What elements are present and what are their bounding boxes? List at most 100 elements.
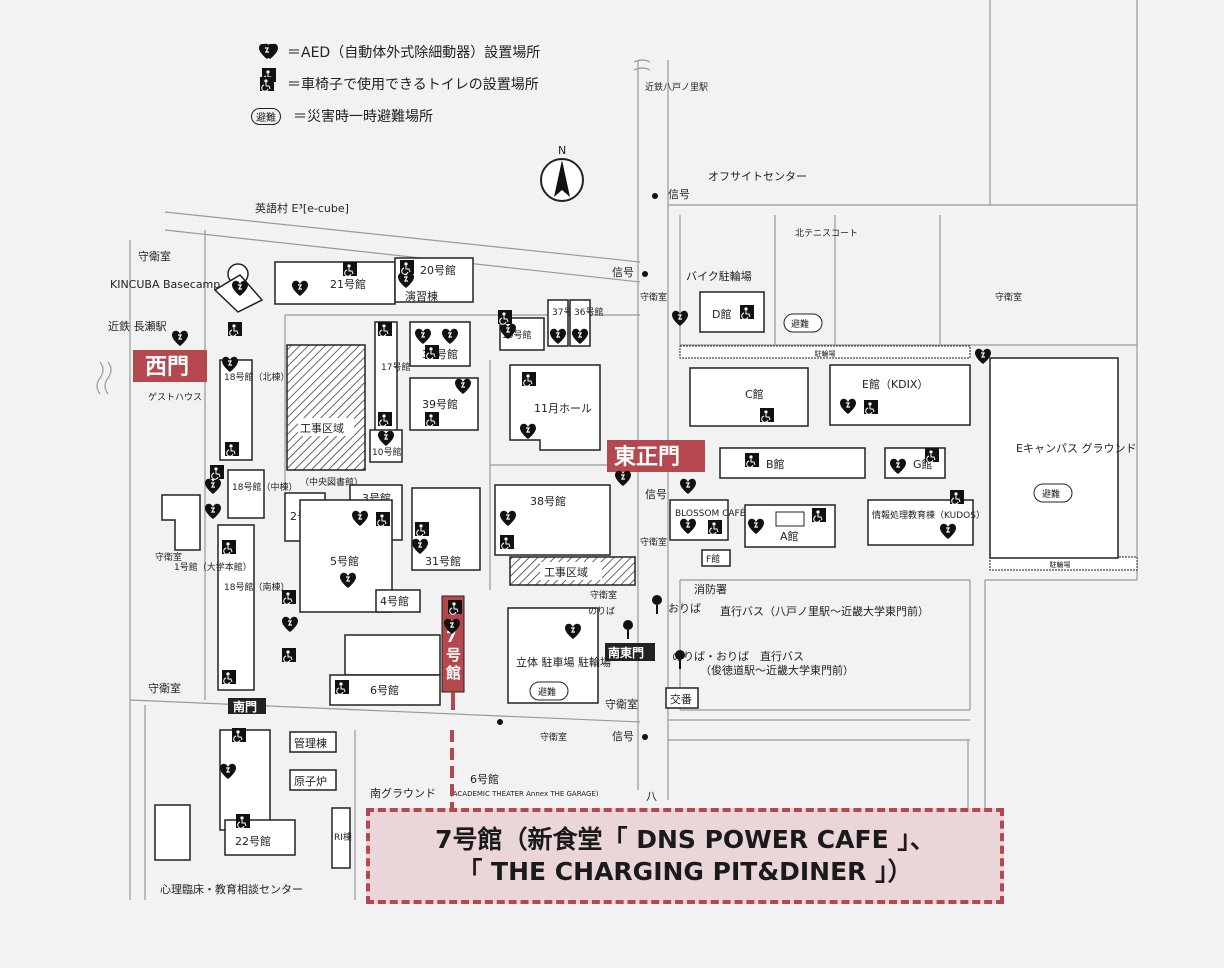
wheelchair-icon [399,259,415,275]
wheelchair-icon [447,599,463,615]
callout-line-2: 「 THE CHARGING PIT&DINER 」） [457,857,913,886]
map-label: 演習棟 [405,289,438,303]
svg-text:7号館: 7号館 [445,628,461,682]
wheelchair-icon [281,589,297,605]
wheelchair-icon [224,441,240,457]
map-label: 守衛室 [155,551,182,563]
map-label: 守衛室 [995,291,1022,303]
aed-icon [974,348,992,365]
map-label: 守衛室 [138,249,171,263]
wheelchair-icon [259,76,275,92]
wheelchair-icon [414,521,430,537]
buildings: 21号館 20号館 演習棟 19号館 37号館 36号館 D館 工事区域 （中央… [148,257,1136,869]
map-label: （俊徳道駅〜近畿大学東門前） [700,663,854,677]
map-label: 11月ホール [534,402,592,415]
map-label: 駐輪場 [1050,560,1071,569]
gate-south-east: 南東門 [605,643,655,661]
wheelchair-icon [281,647,297,663]
wheelchair-icon [209,464,225,480]
map-label: 南グラウンド [370,786,436,800]
map-label: 1号館（大学本館） [174,561,252,573]
map-label: C館 [745,387,764,401]
map-label: 信号 [612,730,634,743]
map-label: 心理臨床・教育相談センター [160,882,303,896]
wheelchair-icon [424,344,440,360]
map-label: 31号館 [425,554,461,568]
map-label: 避難 [791,318,809,330]
gate-south: 南門 [228,698,266,714]
map-label: 10号館 [372,446,401,458]
wheelchair-icon [231,727,247,743]
map-label: 東正門 [614,445,680,470]
map-label: ゲストハウス [148,391,202,403]
map-label: 信号 [612,266,634,279]
map-label: 管理棟 [294,736,327,750]
building-7-callout: 7号館（新食堂「 DNS POWER CAFE 」、 「 THE CHARGIN… [366,808,1004,904]
wheelchair-icon [744,452,760,468]
legend-aed: ＝AED（自動体外式除細動器）設置場所 [255,36,540,68]
aed-icon [171,330,189,347]
map-label: N [558,144,566,157]
map-label: 17号館 [381,361,410,373]
map-label: 守衛室 [640,291,667,303]
wheelchair-icon [221,669,237,685]
map-label: 直行バス（八戸ノ里駅〜近畿大学東門前） [720,604,929,618]
map-label: 18号館（北棟） [224,371,289,383]
wheelchair-icon [342,261,358,277]
aed-icon [204,503,222,520]
wheelchair-icon [949,489,965,505]
map-label: 避難 [1042,488,1060,500]
map-label: おりば [668,602,701,615]
wheelchair-icon [334,679,350,695]
map-label: 守衛室 [640,536,667,548]
aed-icon [204,478,222,495]
aed-icon [255,44,279,60]
map-label: 南門 [233,699,257,714]
wheelchair-icon [377,411,393,427]
wheelchair-icon [377,321,393,337]
map-label: (ACADEMIC THEATER Annex THE GARAGE) [450,790,599,798]
aed-icon [258,44,276,60]
wheelchair-icon [521,371,537,387]
map-label: 原子炉 [294,775,327,788]
wheelchair-icon [497,309,513,325]
map-label: A館 [780,529,799,543]
map-label: 守衛室 [148,681,181,695]
wheelchair-icon [375,511,391,527]
wheelchair-icon [811,507,827,523]
map-label: BLOSSOM CAFÉ [675,507,746,519]
map-label: 38号館 [530,494,566,508]
map-label: 36号館 [574,306,603,318]
map-label: 守衛室 [540,731,567,743]
gate-east-main: 東正門 [607,440,705,472]
aed-icon [281,616,299,633]
aed-icon [614,470,632,487]
shelter-badge: 避難 [247,107,285,125]
compass: N [540,144,584,202]
legend: ＝AED（自動体外式除細動器）設置場所 ＝車椅子で使用できるトイレの設置場所 避… [251,36,540,132]
map-label: 工事区域 [300,422,344,435]
map-label: D館 [712,307,731,321]
bus-stops [497,193,685,740]
construction-area-1 [286,344,366,471]
map-label: 立体 駐車場 駐輪場 [516,655,611,669]
map-label: 信号 [645,488,667,501]
map-label: 避難 [538,686,556,698]
map-label: F館 [706,553,720,565]
map-label: 5号館 [330,554,359,568]
map-label: 22号館 [235,834,271,848]
map-label: 近鉄八戸ノ里駅 [645,81,708,93]
map-label: 西門 [145,355,189,380]
map-label: 駐輪場 [815,349,836,358]
map-label: 交番 [670,692,692,706]
map-label: 守衛室 [590,589,617,601]
map-label: 情報処理教育棟（KUDOS） [872,509,985,521]
map-label: 工事区域 [544,566,588,579]
map-label: 北テニスコート [795,228,858,239]
wheelchair-icon [924,447,940,463]
wheelchair-icon [707,519,723,535]
map-label: のりば・おりば 直行バス [672,649,804,663]
wheelchair-icon [499,534,515,550]
parking-strip [679,345,971,359]
